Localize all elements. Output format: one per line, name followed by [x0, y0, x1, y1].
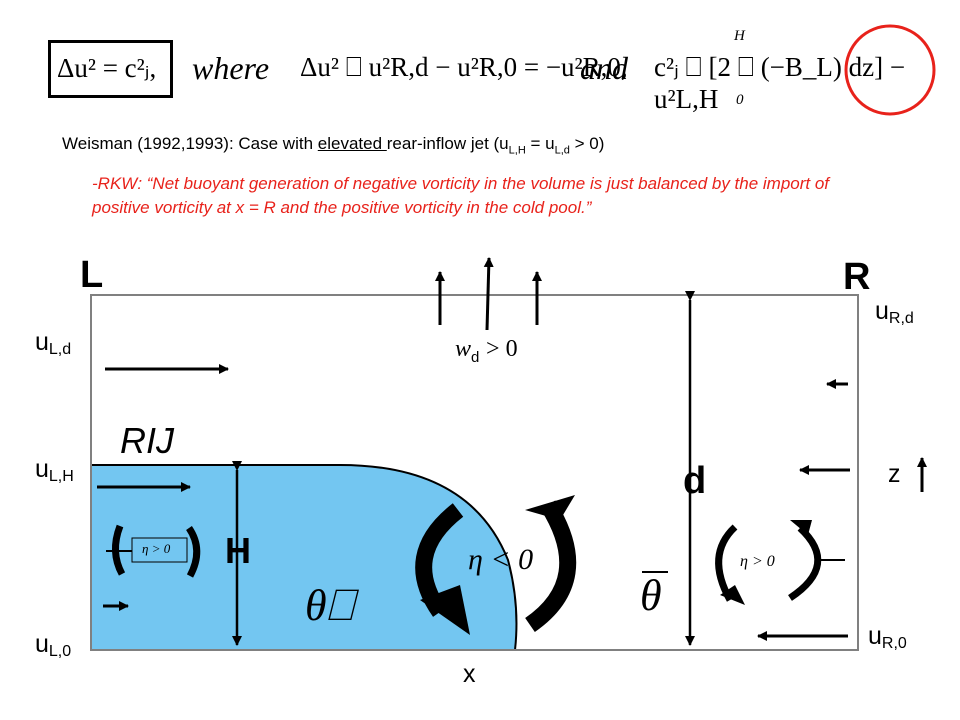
domain-box	[90, 294, 859, 651]
right-circulation-icon	[715, 520, 845, 605]
cold-pool-circulation-icon	[106, 524, 201, 578]
eta-positive-left-label: η > 0	[142, 541, 171, 556]
u-r0-label: uR,0	[868, 622, 907, 652]
highlight-circle	[844, 24, 936, 116]
and-word: and	[580, 50, 628, 86]
u-lh-label: uL,H	[35, 455, 74, 485]
z-label: z	[888, 460, 901, 488]
integral-upper-limit: H	[734, 28, 745, 44]
u-l0-label: uL,0	[35, 630, 72, 660]
citation-underlined: elevated	[317, 134, 387, 153]
theta-cold-label: θ⎕	[305, 581, 354, 630]
citation-prefix: Weisman (1992,1993): Case with	[62, 134, 318, 153]
eta-positive-box-left	[131, 537, 188, 563]
updraft-arrow-2	[483, 257, 494, 331]
h-label: H	[225, 530, 251, 571]
eta-negative-label: η < 0	[468, 543, 534, 576]
citation-end: > 0)	[569, 134, 605, 153]
where-expression: Δu² ⎕ u²R,d − u²R,0 = −u²R,0,	[300, 52, 628, 82]
citation-sub1: L,H	[508, 144, 526, 157]
citation-line: Weisman (1992,1993): Case with elevated …	[62, 134, 604, 156]
u-ld-label: uL,d	[35, 328, 72, 358]
x-label: x	[463, 660, 476, 688]
d-label: d	[683, 460, 707, 502]
u-rd-label: uR,d	[875, 297, 914, 327]
boxed-equation: Δu² = c²ⱼ,	[48, 40, 173, 98]
cold-pool	[90, 464, 518, 651]
boxed-equation-text: Δu² = c²ⱼ,	[57, 53, 157, 83]
right-boundary-label: R	[843, 256, 871, 298]
citation-mid: = u	[525, 134, 555, 153]
integral-lower-limit: 0	[736, 92, 744, 108]
citation-suffix: rear-inflow jet (u	[386, 134, 509, 153]
rij-label: RIJ	[120, 420, 174, 461]
rkw-quote: -RKW: “Net buoyant generation of negativ…	[92, 174, 830, 217]
where-word: where	[192, 50, 270, 86]
large-circulation-icon	[415, 495, 577, 635]
left-boundary-label: L	[80, 254, 104, 296]
and-expression: c²ⱼ ⎕ [2 ⎕ (−B_L) dz] − u²L,H	[654, 52, 906, 114]
wd-label: wd > 0	[455, 336, 518, 366]
citation-sub2: L,d	[554, 144, 570, 157]
theta-env-label: θ	[640, 571, 662, 620]
eta-positive-right-label: η > 0	[740, 553, 775, 570]
